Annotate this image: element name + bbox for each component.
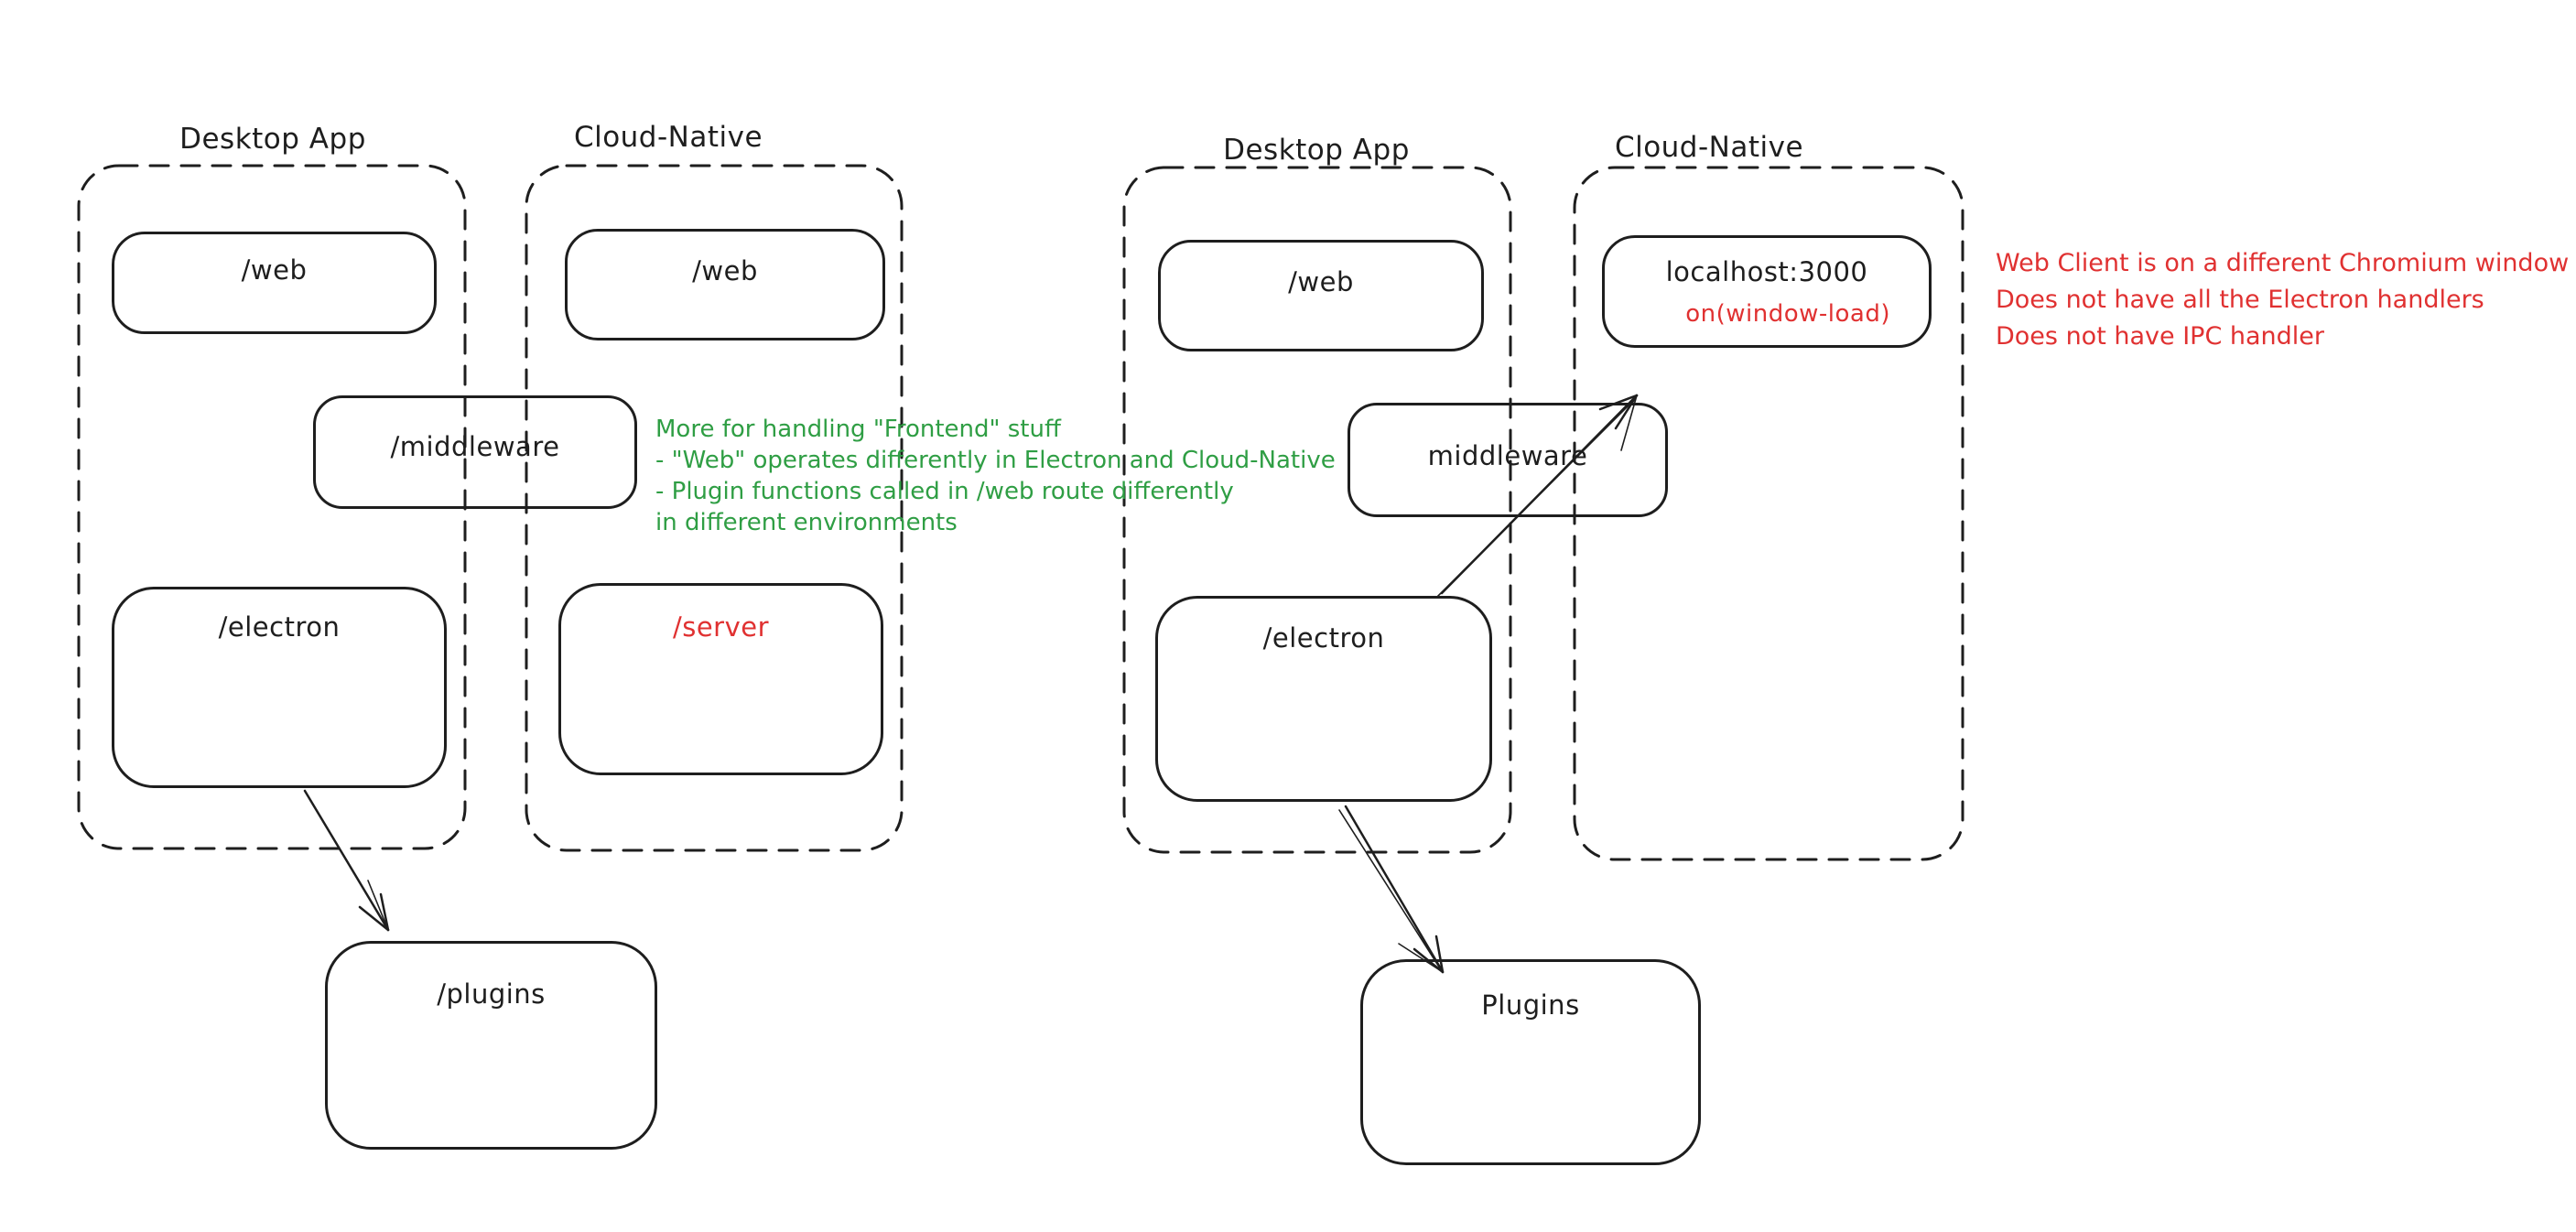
arrow-left-electron-to-plugins [303, 789, 390, 932]
right-electron-box: /electron [1155, 596, 1492, 802]
right-window-load-label: on(window-load) [1685, 300, 1890, 328]
arrow-right-electron-to-plugins [1338, 805, 1445, 974]
red-annotation-line-3: Does not have IPC handler [1996, 322, 2325, 351]
red-annotation-line-2: Does not have all the Electron handlers [1996, 286, 2484, 314]
left-cloud-group-label: Cloud-Native [573, 121, 763, 154]
left-plugins-box: /plugins [325, 941, 657, 1150]
right-desktop-group-outline [1122, 166, 1512, 854]
right-electron-label: /electron [1262, 622, 1385, 654]
green-annotation-line-2: - "Web" operates differently in Electron… [655, 447, 1336, 474]
right-cloud-group-outline [1573, 166, 1964, 861]
right-desktop-web-label: /web [1288, 266, 1354, 297]
red-annotation: Web Client is on a different Chromium wi… [1996, 245, 2569, 355]
right-plugins-label: Plugins [1481, 989, 1580, 1021]
right-desktop-group-label: Desktop App [1223, 134, 1410, 167]
left-desktop-web-label: /web [241, 254, 308, 286]
right-localhost-label: localhost:3000 [1665, 256, 1868, 287]
right-cloud-group-label: Cloud-Native [1614, 131, 1804, 164]
right-localhost-box: localhost:3000 on(window-load) [1602, 235, 1932, 348]
green-annotation-line-4: in different environments [655, 509, 958, 536]
left-desktop-web-box: /web [112, 232, 437, 334]
right-middleware-box: middleware [1348, 403, 1668, 517]
right-middleware-label: middleware [1427, 440, 1588, 471]
left-server-box: /server [558, 583, 883, 775]
left-middleware-label: /middleware [390, 431, 560, 462]
left-cloud-web-label: /web [692, 255, 758, 286]
green-annotation-line-1: More for handling "Frontend" stuff [655, 416, 1061, 443]
left-server-label: /server [672, 611, 770, 643]
left-plugins-label: /plugins [437, 978, 546, 1010]
left-electron-label: /electron [218, 611, 341, 643]
right-plugins-box: Plugins [1360, 959, 1701, 1165]
arrow-right-electron-to-localhost [1436, 394, 1639, 598]
left-cloud-web-box: /web [565, 229, 885, 340]
left-desktop-group-label: Desktop App [179, 123, 366, 156]
right-desktop-web-box: /web [1158, 240, 1484, 351]
red-annotation-line-1: Web Client is on a different Chromium wi… [1996, 249, 2570, 277]
left-electron-box: /electron [112, 587, 447, 788]
green-annotation: More for handling "Frontend" stuff - "We… [655, 414, 1336, 538]
green-annotation-line-3: - Plugin functions called in /web route … [655, 478, 1234, 505]
left-middleware-box: /middleware [313, 395, 637, 509]
